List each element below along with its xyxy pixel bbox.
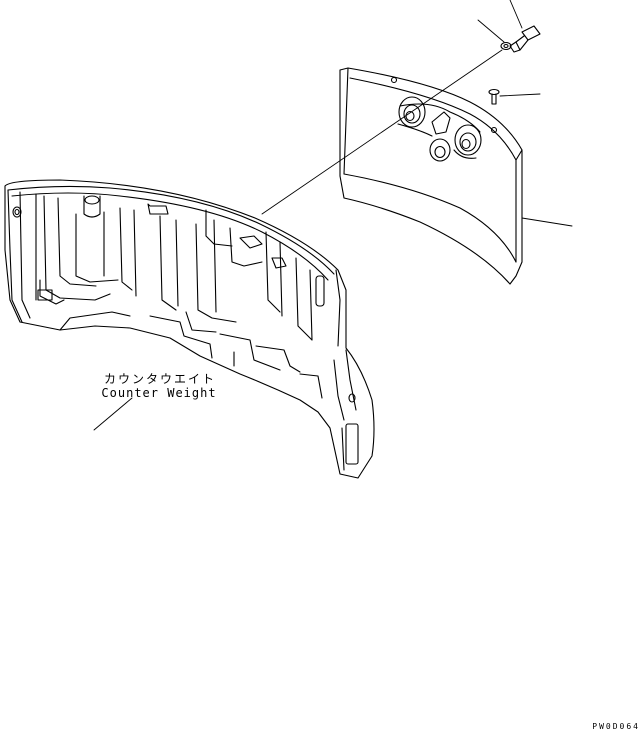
leader-lines (94, 0, 572, 430)
washer (501, 43, 511, 50)
cover-plate (340, 68, 522, 284)
counterweight (5, 180, 374, 478)
counterweight-outline (5, 180, 374, 478)
drawing-code: PW0D064 (592, 722, 640, 731)
screw (489, 90, 499, 105)
counterweight-label-en: Counter Weight (101, 386, 217, 400)
bolt (510, 26, 540, 52)
cover-plate-outline (340, 68, 522, 284)
counterweight-label-jp: カウンタウエイト (103, 372, 216, 386)
counterweight-top-rim (8, 186, 334, 274)
